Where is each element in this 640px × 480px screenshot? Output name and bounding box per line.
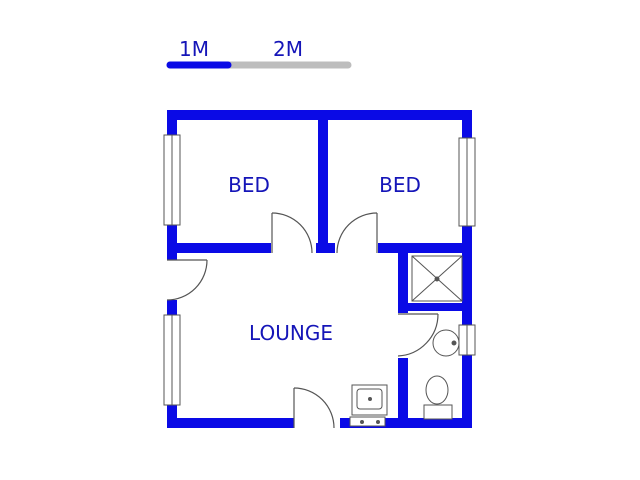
toilet-icon [423, 375, 453, 420]
room-label-bed-left: BED [228, 173, 270, 197]
door-entrance-left [166, 259, 208, 301]
basin-bathroom-icon [432, 329, 460, 357]
windows [163, 134, 476, 406]
doors [166, 212, 439, 429]
room-label-bed-right: BED [379, 173, 421, 197]
wall-right [462, 110, 472, 428]
wall-bed-divider [318, 110, 328, 253]
kitchen-sink-icon [349, 384, 388, 427]
wall-bed-middle-stub [316, 243, 335, 253]
shower-icon [411, 255, 463, 302]
wall-bottom-left [167, 418, 294, 428]
wall-bed-right-bottom [378, 243, 472, 253]
wall-bath-lower [398, 358, 408, 428]
wall-shower-bottom [408, 303, 464, 311]
door-bed-left [271, 212, 313, 254]
wall-bed-left-bottom [167, 243, 271, 253]
door-bottom [293, 387, 335, 429]
wall-bath-upper [398, 243, 408, 313]
scale-label-1m: 1M [179, 37, 209, 61]
door-bathroom [397, 313, 439, 357]
fixtures [349, 255, 463, 427]
door-bed-right [336, 212, 378, 254]
room-label-lounge: LOUNGE [249, 321, 333, 345]
scale-label-2m: 2M [273, 37, 303, 61]
